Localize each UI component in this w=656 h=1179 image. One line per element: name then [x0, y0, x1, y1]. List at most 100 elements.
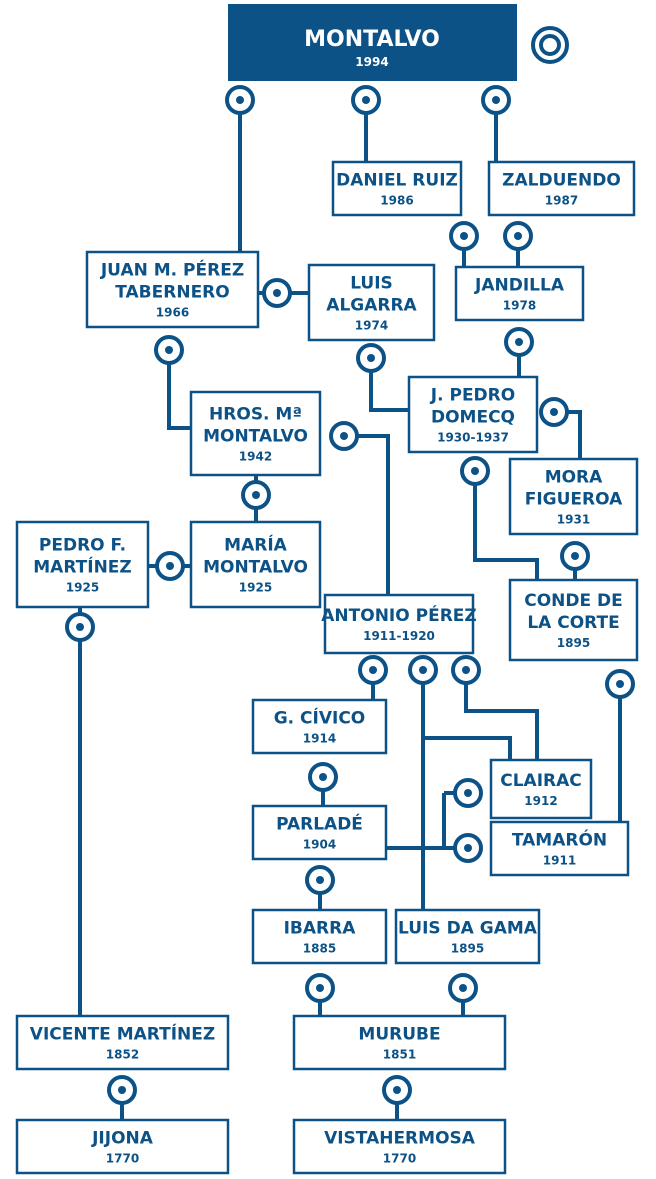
box-year: 1966	[156, 306, 189, 320]
box-name-line: LA CORTE	[527, 613, 619, 633]
box-name-line: DANIEL RUIZ	[336, 171, 458, 191]
box-frame	[292, 1118, 507, 1175]
connector-node-icon	[107, 1075, 137, 1105]
connector-node-icon	[305, 865, 335, 895]
box-year: 1925	[239, 581, 272, 595]
box-year: 1851	[383, 1048, 416, 1062]
box-year: 1911	[543, 854, 576, 868]
connector-node-icon	[225, 85, 255, 115]
box-frame	[487, 160, 636, 217]
box-name-line: DOMECQ	[431, 408, 515, 428]
box-frame	[85, 250, 260, 329]
connector-node-icon	[481, 85, 511, 115]
box-name-line: MONTALVO	[203, 558, 308, 578]
connector-node-icon	[356, 343, 386, 373]
box-name-line: PEDRO F.	[39, 536, 126, 556]
connector-node-icon	[65, 612, 95, 642]
box-name-line: MURUBE	[358, 1025, 440, 1045]
box-year: 1987	[545, 194, 578, 208]
box-frame	[331, 160, 463, 217]
box-frame	[15, 520, 150, 609]
connector-node-icon	[503, 221, 533, 251]
box-name-line: TAMARÓN	[512, 829, 607, 851]
box-year: 1930-1937	[437, 431, 509, 445]
box-name-line: MONTALVO	[203, 427, 308, 447]
connector-node-icon	[241, 480, 271, 510]
connector-nodes	[65, 85, 635, 1105]
box-frame	[489, 820, 630, 877]
box-frame	[189, 390, 322, 477]
lineage-box-g-civico: G. CÍVICO 1914	[251, 698, 388, 755]
box-year: 1904	[303, 838, 336, 852]
box-name-line: MORA	[545, 468, 603, 488]
connector-line	[423, 736, 512, 760]
box-year: 1914	[303, 732, 336, 746]
box-frame	[292, 1014, 507, 1071]
connector-node-icon	[605, 669, 635, 699]
box-frame	[489, 758, 593, 820]
connector-node-icon	[382, 1075, 412, 1105]
box-frame	[323, 593, 475, 655]
box-year: 1885	[303, 942, 336, 956]
connector-node-icon	[155, 551, 185, 581]
lineage-box-murube: MURUBE 1851	[292, 1014, 507, 1071]
box-name-line: J. PEDRO	[430, 386, 515, 406]
box-name-line: CLAIRAC	[500, 771, 582, 791]
box-year: 1942	[239, 450, 272, 464]
box-name-line: JIJONA	[91, 1129, 154, 1149]
box-frame	[454, 265, 585, 322]
box-name-line: MARÍA	[224, 534, 287, 556]
box-frame	[189, 520, 322, 609]
box-year: 1925	[66, 581, 99, 595]
box-year: 1974	[355, 319, 388, 333]
connector-node-icon	[453, 778, 483, 808]
lineage-box-ibarra: IBARRA 1885	[251, 908, 388, 965]
box-year: 1978	[503, 299, 536, 313]
connector-node-icon	[305, 973, 335, 1003]
box-name-line: ALGARRA	[326, 296, 417, 316]
box-frame	[394, 908, 541, 965]
box-year: 1852	[106, 1048, 139, 1062]
connector-node-icon	[351, 85, 381, 115]
box-frame	[307, 263, 436, 342]
lineage-box-clairac: CLAIRAC 1912	[489, 758, 593, 820]
connector-node-icon	[408, 655, 438, 685]
connector-line	[464, 670, 539, 760]
box-frame	[508, 457, 639, 536]
box-name-line: ZALDUENDO	[502, 171, 621, 191]
box-frame	[508, 578, 639, 662]
box-year: 1931	[557, 513, 590, 527]
connector-node-icon	[539, 397, 569, 427]
connector-node-icon	[504, 327, 534, 357]
box-frame	[251, 804, 388, 861]
connector-node-icon	[308, 762, 338, 792]
box-year: 1912	[524, 794, 557, 808]
box-year: 1770	[383, 1152, 416, 1166]
lineage-box-tamaron: TAMARÓN 1911	[489, 820, 630, 877]
lineage-box-vicente-martinez: VICENTE MARTÍNEZ 1852	[15, 1014, 230, 1071]
connector-node-icon	[329, 421, 359, 451]
box-name-line: JUAN M. PÉREZ	[100, 259, 244, 281]
box-name-line: VISTAHERMOSA	[324, 1129, 476, 1149]
box-name-line: LUIS DA GAMA	[398, 919, 538, 939]
box-frame	[251, 908, 388, 965]
connector-node-icon	[453, 833, 483, 863]
box-name-line: VICENTE MARTÍNEZ	[30, 1023, 215, 1045]
box-name-line: G. CÍVICO	[274, 707, 366, 729]
box-name-line: TABERNERO	[115, 283, 229, 303]
box-name-line: IBARRA	[284, 919, 357, 939]
root-box	[228, 4, 517, 81]
lineage-box-vistahermosa: VISTAHERMOSA 1770	[292, 1118, 507, 1175]
connector-line	[344, 434, 390, 595]
target-circle-icon	[531, 26, 569, 64]
